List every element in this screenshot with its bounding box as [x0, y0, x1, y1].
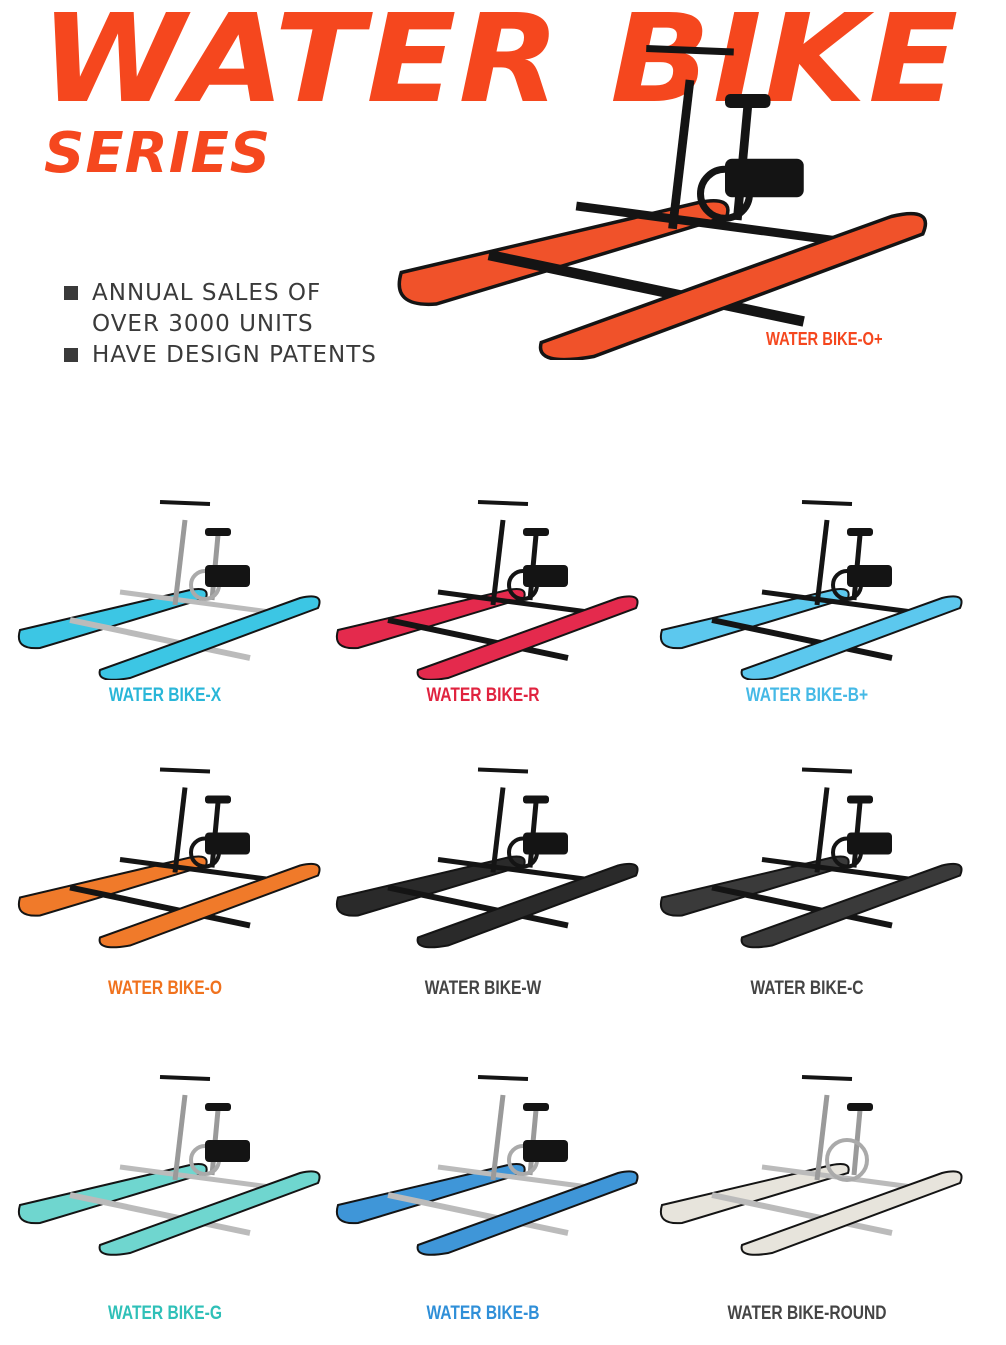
- bike-frame: [387, 1075, 589, 1236]
- product-image[interactable]: [318, 740, 648, 955]
- product-label[interactable]: WATER BIKE-G: [108, 1303, 222, 1324]
- highlight-item: HAVE DESIGN PATENTS: [64, 340, 377, 371]
- highlight-text: ANNUAL SALES OF OVER 3000 UNITS: [92, 280, 322, 337]
- product-image[interactable]: [642, 1035, 972, 1275]
- highlight-text: HAVE DESIGN PATENTS: [92, 342, 377, 368]
- product-label[interactable]: WATER BIKE-C: [750, 978, 864, 999]
- product-card[interactable]: WATER BIKE-W: [318, 740, 648, 999]
- product-image[interactable]: [642, 480, 972, 680]
- product-label[interactable]: WATER BIKE-W: [424, 978, 542, 999]
- product-image[interactable]: [318, 1035, 648, 1275]
- square-bullet-icon: [64, 286, 78, 300]
- bike-front-hull: [740, 1170, 963, 1256]
- product-image[interactable]: [0, 740, 330, 955]
- highlights-list: ANNUAL SALES OF OVER 3000 UNITS HAVE DES…: [64, 278, 377, 371]
- bike-frame: [711, 767, 913, 929]
- product-card[interactable]: WATER BIKE-ROUND: [642, 1035, 972, 1324]
- bike-frame: [69, 1075, 271, 1236]
- product-label[interactable]: WATER BIKE-B: [426, 1303, 540, 1324]
- bike-front-hull: [416, 1170, 639, 1256]
- product-card[interactable]: WATER BIKE-R: [318, 480, 648, 706]
- product-card[interactable]: WATER BIKE-C: [642, 740, 972, 999]
- bike-frame: [387, 500, 589, 661]
- bike-front-hull: [538, 211, 928, 362]
- product-label[interactable]: WATER BIKE-R: [426, 685, 540, 706]
- bike-front-hull: [98, 1170, 321, 1256]
- bike-rear-hull: [660, 1163, 850, 1225]
- bike-front-hull: [740, 862, 963, 949]
- bike-front-hull: [416, 595, 639, 680]
- bike-front-hull: [416, 862, 639, 949]
- product-image[interactable]: [0, 480, 330, 680]
- bike-front-hull: [740, 595, 963, 680]
- product-card[interactable]: WATER BIKE-X: [0, 480, 330, 706]
- product-card[interactable]: WATER BIKE-G: [0, 1035, 330, 1324]
- product-image[interactable]: [642, 740, 972, 955]
- page-title: WATER BIKE: [40, 0, 961, 130]
- product-card[interactable]: WATER BIKE-B+: [642, 480, 972, 706]
- bike-frame: [487, 45, 840, 327]
- product-label[interactable]: WATER BIKE-B+: [745, 685, 869, 706]
- product-label[interactable]: WATER BIKE-ROUND: [727, 1303, 887, 1324]
- highlight-item: ANNUAL SALES OF OVER 3000 UNITS: [64, 278, 377, 340]
- bike-front-hull: [98, 595, 321, 680]
- product-image[interactable]: [318, 480, 648, 680]
- product-card[interactable]: WATER BIKE-O: [0, 740, 330, 999]
- product-image[interactable]: [0, 1035, 330, 1275]
- bike-frame: [711, 500, 913, 661]
- featured-product-image[interactable]: [355, 10, 955, 362]
- product-label[interactable]: WATER BIKE-O: [108, 978, 222, 999]
- featured-product-label[interactable]: WATER BIKE-O+: [766, 329, 883, 349]
- bike-frame: [69, 500, 271, 661]
- product-label[interactable]: WATER BIKE-X: [108, 685, 222, 706]
- product-card[interactable]: WATER BIKE-B: [318, 1035, 648, 1324]
- bike-frame: [69, 767, 271, 929]
- square-bullet-icon: [64, 348, 78, 362]
- page-subtitle: SERIES: [44, 121, 272, 186]
- bike-front-hull: [98, 862, 321, 949]
- bike-rear-hull: [397, 199, 730, 307]
- bike-frame: [711, 1075, 913, 1236]
- bike-frame: [387, 767, 589, 929]
